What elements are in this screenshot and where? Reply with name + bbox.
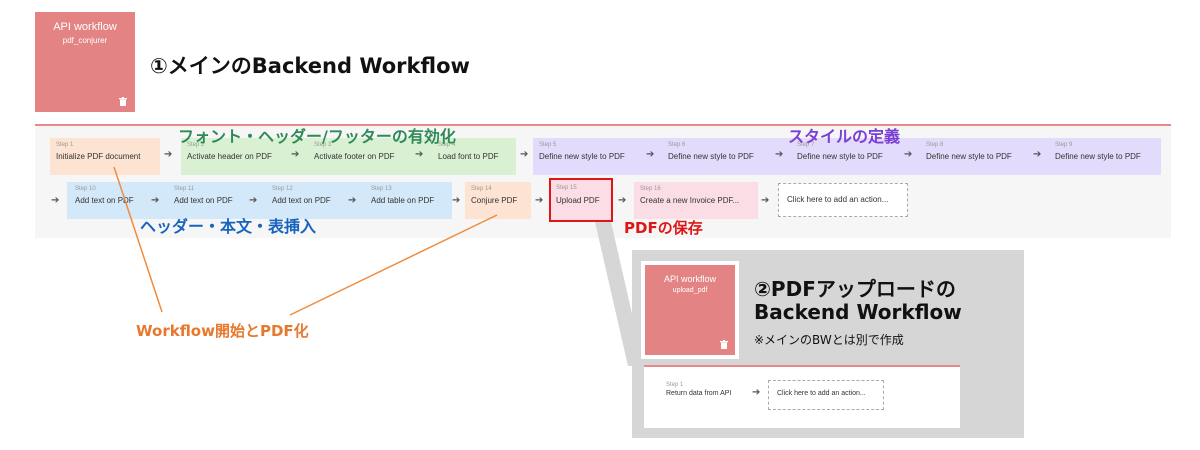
arrow-icon: ➔: [775, 149, 784, 160]
step-label: Initialize PDF document: [56, 152, 141, 161]
step-label: Add table on PDF: [371, 196, 435, 205]
add-action-button[interactable]: Click here to add an action...: [778, 183, 908, 217]
upload-add-action-button[interactable]: Click here to add an action...: [768, 380, 884, 410]
annotation-font-header: フォント・ヘッダー/フッターの有効化: [178, 127, 456, 146]
step-label: Activate header on PDF: [187, 152, 272, 161]
arrow-icon: ➔: [752, 387, 761, 398]
arrow-icon: ➔: [618, 195, 627, 206]
step-label: Define new style to PDF: [926, 152, 1012, 161]
step-8[interactable]: Step 8 Define new style to PDF: [920, 138, 1030, 175]
annotation-workflow-start: Workflow開始とPDF化: [136, 322, 309, 340]
steps-style-group: [533, 138, 1161, 175]
step-2-text: Step 2 Activate header on PDF: [181, 138, 285, 175]
step-number: Step 14: [471, 186, 492, 192]
step-12[interactable]: Step 12 Add text on PDF: [266, 182, 344, 219]
step-11[interactable]: Step 11 Add text on PDF: [168, 182, 246, 219]
step-label: Add text on PDF: [75, 196, 134, 205]
arrow-icon: ➔: [415, 149, 424, 160]
step-number: Step 8: [926, 142, 944, 148]
arrow-icon: ➔: [151, 195, 160, 206]
upload-step-1[interactable]: Step 1 Return data from API: [660, 378, 746, 408]
step-number: Step 16: [640, 186, 661, 192]
step-9[interactable]: Step 9 Define new style to PDF: [1049, 138, 1161, 175]
steps-insert-group: [67, 182, 452, 219]
step-label: Add text on PDF: [272, 196, 331, 205]
step-number: Step 1: [666, 382, 684, 388]
upload-workflow-card-subtitle: upload_pdf: [672, 287, 708, 294]
step-label: Activate footer on PDF: [314, 152, 395, 161]
upload-workflow-heading-line2: Backend Workflow: [754, 300, 962, 324]
step-number: Step 1: [56, 142, 74, 148]
step-3[interactable]: Step 3 Activate footer on PDF: [308, 138, 418, 175]
step-5[interactable]: Step 5 Define new style to PDF: [533, 138, 643, 175]
step-label: Load font to PDF: [438, 152, 499, 161]
arrow-icon: ➔: [904, 149, 913, 160]
add-action-label: Click here to add an action...: [777, 390, 866, 397]
upload-step-highlight: [549, 178, 613, 222]
main-workflow-heading: ①メインのBackend Workflow: [150, 54, 470, 78]
upload-workflow-card[interactable]: API workflow upload_pdf: [645, 265, 735, 355]
step-number: Step 10: [75, 186, 96, 192]
arrow-icon: ➔: [164, 149, 173, 160]
arrow-icon: ➔: [452, 195, 461, 206]
callout-line-conjure: [289, 214, 498, 316]
arrow-icon: ➔: [535, 195, 544, 206]
step-number: Step 13: [371, 186, 392, 192]
upload-workflow-accent-line: [644, 365, 960, 367]
step-number: Step 4: [438, 142, 456, 148]
step-label: Create a new Invoice PDF...: [640, 196, 740, 205]
step-number: Step 6: [668, 142, 686, 148]
upload-workflow-heading-line1: ②PDFアップロードの: [754, 277, 956, 301]
callout-line-start: [113, 166, 163, 313]
step-13[interactable]: Step 13 Add table on PDF: [365, 182, 451, 219]
step-number: Step 9: [1055, 142, 1073, 148]
step-1[interactable]: Step 1 Initialize PDF document: [50, 138, 160, 175]
step-2[interactable]: [181, 138, 516, 175]
add-action-label: Click here to add an action...: [787, 195, 889, 204]
step-label: Define new style to PDF: [797, 152, 883, 161]
main-workflow-card[interactable]: API workflow pdf_conjurer: [35, 12, 135, 112]
arrow-icon: ➔: [348, 195, 357, 206]
main-workflow-card-title: API workflow: [53, 21, 117, 33]
step-number: Step 5: [539, 142, 557, 148]
arrow-icon: ➔: [1033, 149, 1042, 160]
step-label: Conjure PDF: [471, 196, 518, 205]
step-label: Define new style to PDF: [668, 152, 754, 161]
step-6[interactable]: Step 6 Define new style to PDF: [662, 138, 772, 175]
annotation-save-pdf: PDFの保存: [624, 219, 703, 237]
step-4[interactable]: Step 4 Load font to PDF: [432, 138, 516, 175]
arrow-icon: ➔: [249, 195, 258, 206]
step-label: Return data from API: [666, 390, 732, 397]
main-workflow-card-subtitle: pdf_conjurer: [62, 36, 108, 45]
step-10[interactable]: Step 10 Add text on PDF: [69, 182, 147, 219]
step-number: Step 15: [556, 185, 577, 191]
step-label: Define new style to PDF: [1055, 152, 1141, 161]
step-label: Upload PDF: [556, 196, 600, 205]
arrow-icon: ➔: [291, 149, 300, 160]
annotation-insert-body: ヘッダー・本文・表挿入: [140, 217, 317, 236]
annotation-style-definition: スタイルの定義: [788, 127, 901, 146]
arrow-icon: ➔: [761, 195, 770, 206]
step-15[interactable]: Step 15 Upload PDF: [550, 180, 611, 220]
step-label: Add text on PDF: [174, 196, 233, 205]
step-label: Define new style to PDF: [539, 152, 625, 161]
trash-icon[interactable]: [720, 340, 728, 349]
step-number: Step 12: [272, 186, 293, 192]
arrow-icon: ➔: [646, 149, 655, 160]
step-14[interactable]: Step 14 Conjure PDF: [465, 182, 531, 219]
upload-workflow-card-title: API workflow: [663, 274, 716, 284]
arrow-icon: ➔: [51, 195, 60, 206]
step-number: Step 7: [797, 142, 815, 148]
trash-icon[interactable]: [119, 97, 127, 106]
arrow-icon: ➔: [520, 149, 529, 160]
upload-workflow-note: ※メインのBWとは別で作成: [754, 333, 904, 347]
step-7[interactable]: Step 7 Define new style to PDF: [791, 138, 901, 175]
step-16[interactable]: Step 16 Create a new Invoice PDF...: [634, 182, 758, 219]
step-number: Step 11: [174, 186, 195, 192]
step-number: Step 2: [187, 142, 205, 148]
step-number: Step 3: [314, 142, 332, 148]
